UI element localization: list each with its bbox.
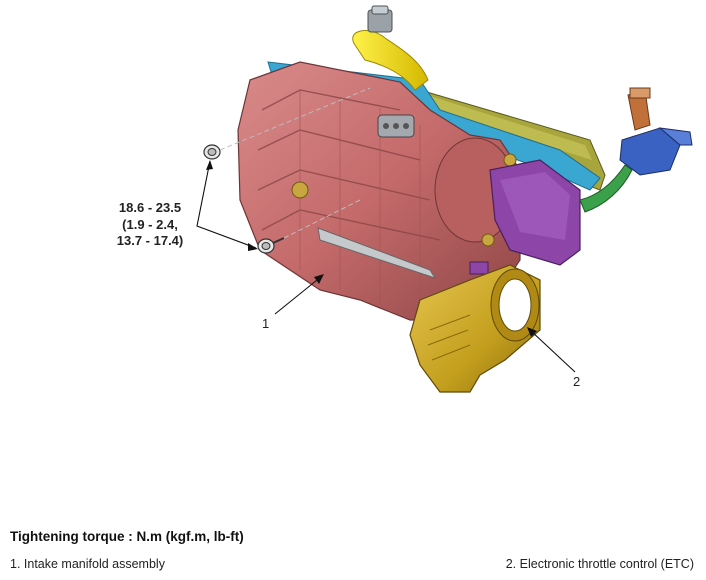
bolt-insertion-lines	[219, 87, 371, 239]
caption-title: Tightening torque : N.m (kgf.m, lb-ft)	[10, 529, 244, 544]
legend-item-intake-manifold: 1. Intake manifold assembly	[10, 557, 165, 571]
callout-number-1: 1	[262, 316, 270, 331]
intake-manifold	[237, 61, 521, 321]
torque-spec-label: 18.6 - 23.5 (1.9 - 2.4, 13.7 - 17.4)	[104, 200, 196, 250]
callout-1-leader	[274, 274, 324, 315]
torque-spec-lbft: 13.7 - 17.4)	[116, 233, 184, 248]
bolt-upper	[203, 144, 221, 160]
bolt-lower	[257, 237, 285, 254]
callout-2-leader	[527, 327, 576, 373]
torque-arrowhead-upper	[206, 160, 213, 170]
purple-actuator	[469, 159, 581, 275]
torque-leader-lines	[196, 160, 257, 249]
legend-item-etc: 2. Electronic throttle control (ETC)	[505, 557, 694, 571]
torque-spec-nm: 18.6 - 23.5	[118, 200, 182, 215]
pcv-hose	[352, 5, 429, 91]
callout-number-2: 2	[573, 374, 581, 389]
electronic-throttle-control	[409, 264, 541, 393]
intake-manifold-diagram	[196, 5, 693, 393]
torque-spec-kgfm: (1.9 - 2.4,	[122, 216, 178, 232]
purge-line	[579, 87, 693, 213]
torque-arrowhead-lower	[248, 243, 258, 251]
